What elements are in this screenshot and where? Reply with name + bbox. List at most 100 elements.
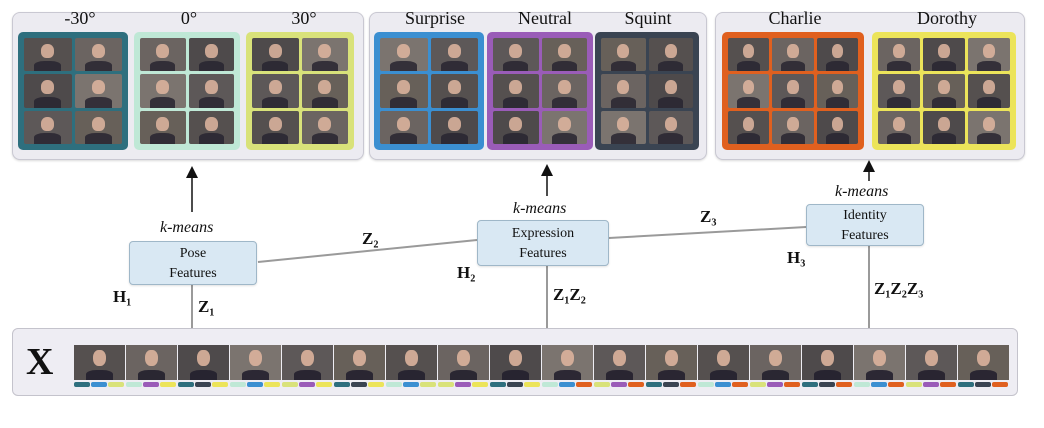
identity-label-dorothy: Dorothy <box>917 8 977 28</box>
face-thumbnail <box>968 74 1010 108</box>
face-thumbnail <box>74 38 122 72</box>
frame-label-bar <box>888 382 904 387</box>
expression-features-line2: Features <box>519 246 567 261</box>
face-thumbnail <box>140 38 186 72</box>
face-thumbnail <box>74 110 122 144</box>
face-thumbnail <box>252 74 299 108</box>
sequence-frame <box>438 345 489 380</box>
face-thumbnail <box>301 110 348 144</box>
expression-label-neutral: Neutral <box>518 8 572 28</box>
frame-label-bar <box>698 382 714 387</box>
frame-label-bar <box>923 382 939 387</box>
face-thumbnail <box>878 38 920 72</box>
face-thumbnail <box>430 74 478 108</box>
face-thumbnail <box>772 110 814 144</box>
face-thumbnail <box>601 38 646 72</box>
frame-label-bar <box>264 382 280 387</box>
face-thumbnail <box>252 38 299 72</box>
face-thumbnail <box>601 110 646 144</box>
frame-label-bar <box>455 382 471 387</box>
h3-label: H₃ <box>787 248 806 267</box>
sequence-frame <box>698 345 749 380</box>
face-thumbnail <box>923 110 965 144</box>
sequence-frame <box>282 345 333 380</box>
sequence-frame <box>750 345 801 380</box>
frame-label-bar <box>750 382 766 387</box>
sequence-frame <box>386 345 437 380</box>
face-thumbnail <box>24 110 72 144</box>
face-thumbnail <box>380 38 428 72</box>
frame-label-bar <box>784 382 800 387</box>
frame-label-bar <box>732 382 748 387</box>
face-thumbnail <box>301 74 348 108</box>
face-thumbnail <box>923 38 965 72</box>
face-thumbnail <box>816 74 858 108</box>
pose-label-30: 30° <box>291 8 317 28</box>
sequence-frame <box>230 345 281 380</box>
face-thumbnail <box>772 38 814 72</box>
expression-label-surprise: Surprise <box>405 8 465 28</box>
frame-label-bar <box>212 382 228 387</box>
frame-label-bar <box>74 382 90 387</box>
frame-label-bar <box>316 382 332 387</box>
grid-identity-charlie <box>722 32 864 150</box>
sequence-frame <box>906 345 957 380</box>
sequence-frame <box>178 345 229 380</box>
sequence-frame <box>126 345 177 380</box>
frame-label-bar <box>472 382 488 387</box>
grid-expression-neutral <box>487 32 593 150</box>
expression-features-node: Expression Features <box>477 220 609 266</box>
sequence-frame <box>646 345 697 380</box>
grid-pose-neg30 <box>18 32 128 150</box>
grid-pose-30 <box>246 32 354 150</box>
face-thumbnail <box>968 110 1010 144</box>
face-thumbnail <box>430 38 478 72</box>
face-thumbnail <box>252 110 299 144</box>
frame-label-bar <box>108 382 124 387</box>
frame-label-bar <box>576 382 592 387</box>
pose-features-line2: Features <box>169 266 217 281</box>
frame-label-bar <box>559 382 575 387</box>
face-thumbnail <box>493 38 539 72</box>
frame-label-bar <box>663 382 679 387</box>
face-thumbnail <box>380 74 428 108</box>
frame-label-bar <box>195 382 211 387</box>
kmeans-pose-label: k-means <box>160 219 214 236</box>
face-thumbnail <box>24 38 72 72</box>
face-thumbnail <box>728 110 770 144</box>
h1-label: H₁ <box>113 287 132 306</box>
face-thumbnail <box>816 110 858 144</box>
frame-label-bar <box>299 382 315 387</box>
frame-label-bar <box>611 382 627 387</box>
grid-pose-0 <box>134 32 240 150</box>
frame-label-bar <box>126 382 142 387</box>
frame-label-bar <box>507 382 523 387</box>
face-thumbnail <box>772 74 814 108</box>
frame-label-bar <box>906 382 922 387</box>
grid-identity-dorothy <box>872 32 1016 150</box>
frame-label-bar <box>524 382 540 387</box>
face-thumbnail <box>188 38 234 72</box>
face-thumbnail <box>493 110 539 144</box>
expression-features-line1: Expression <box>511 226 575 241</box>
frame-label-bar <box>403 382 419 387</box>
frame-label-bar <box>230 382 246 387</box>
face-thumbnail <box>24 74 72 108</box>
frame-label-bar <box>940 382 956 387</box>
frame-label-bar <box>160 382 176 387</box>
pose-label-neg30: -30° <box>64 8 96 28</box>
frame-label-bar <box>854 382 870 387</box>
face-thumbnail <box>648 38 693 72</box>
z1-label: Z₁ <box>198 297 215 316</box>
frame-label-bar <box>386 382 402 387</box>
frame-label-bar <box>420 382 436 387</box>
sequence-frame <box>802 345 853 380</box>
frame-label-bar <box>143 382 159 387</box>
face-thumbnail <box>923 74 965 108</box>
face-thumbnail <box>728 74 770 108</box>
frame-label-bar <box>282 382 298 387</box>
face-thumbnail <box>140 74 186 108</box>
expression-to-identity-line <box>608 226 807 239</box>
face-thumbnail <box>648 74 693 108</box>
kmeans-identity-label: k-means <box>835 183 889 200</box>
